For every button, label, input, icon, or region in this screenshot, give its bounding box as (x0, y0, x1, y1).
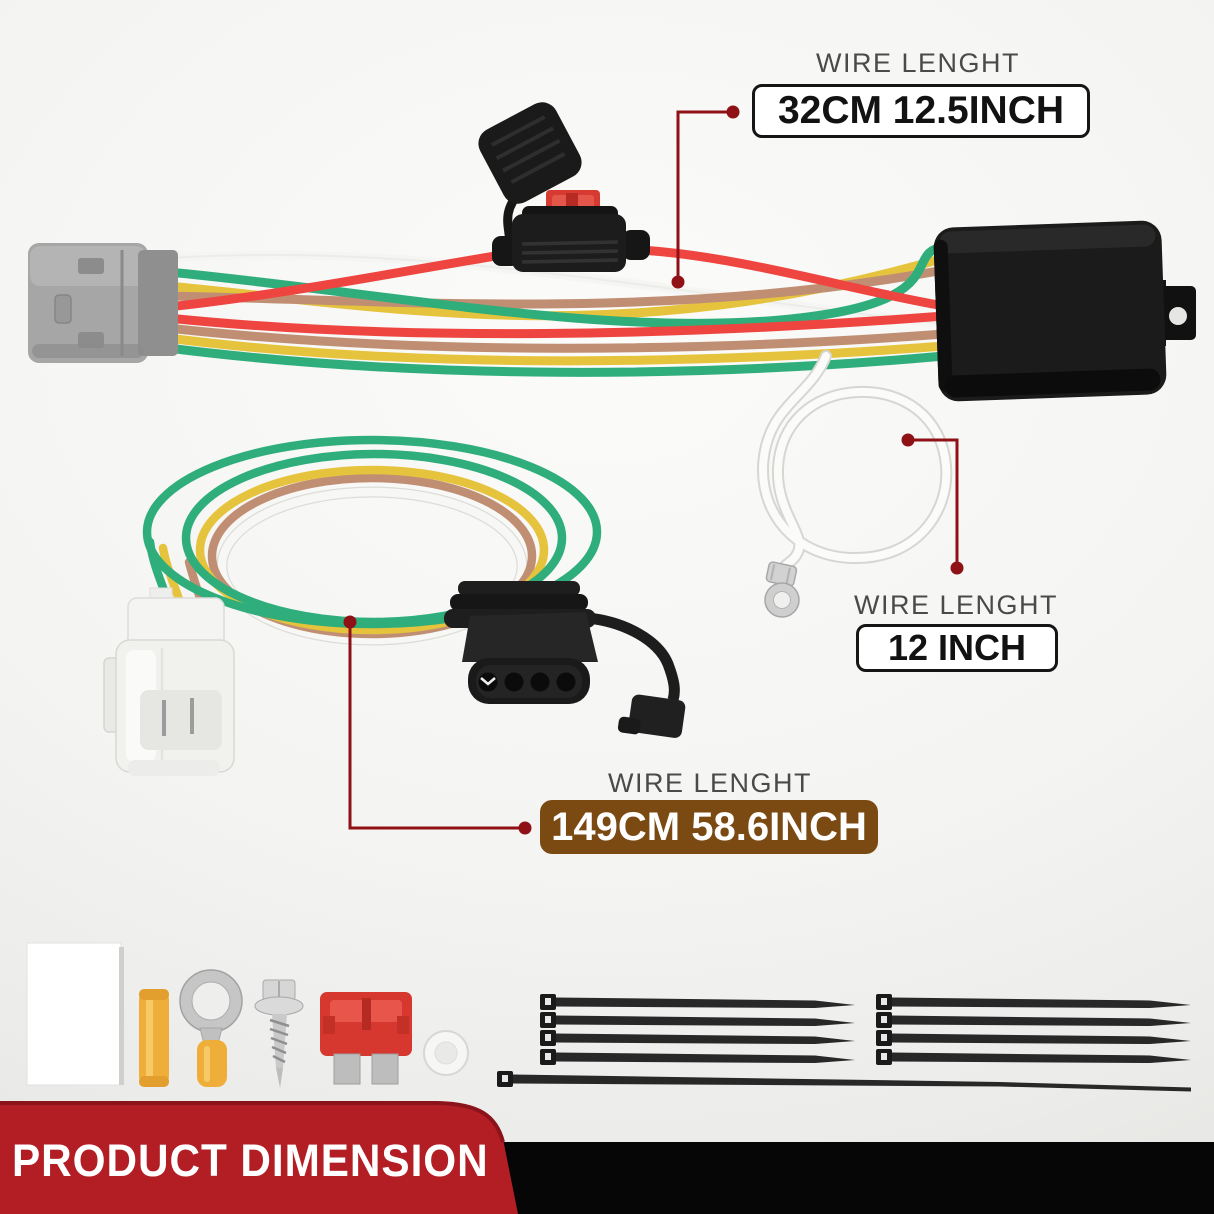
nylon-washer (423, 1030, 469, 1076)
black-flat4-socket (444, 581, 686, 738)
wire-length-value-extension: 149CM 58.6INCH (540, 800, 878, 854)
zip-tie-long (497, 1071, 1191, 1092)
butt-connector-yellow (139, 989, 169, 1087)
ring-terminal-kit (179, 969, 243, 1087)
zip-tie (540, 1049, 855, 1065)
banner-title: PRODUCT DIMENSION (12, 1135, 489, 1186)
zip-tie (876, 1012, 1191, 1028)
ground-wire (757, 350, 953, 576)
fuse-cap (478, 102, 582, 204)
zip-tie (876, 1030, 1191, 1046)
callout-lines (343, 105, 964, 835)
flat4-dust-cap (617, 694, 686, 738)
zip-tie (876, 1049, 1191, 1065)
zip-tie (540, 1030, 855, 1046)
wire-length-label-ground: WIRE LENGHT (854, 590, 1059, 620)
fuse-holder (478, 102, 650, 272)
zip-tie (876, 994, 1191, 1010)
self-tapping-screw (254, 979, 304, 1088)
zip-ties (497, 994, 1191, 1092)
wire-length-value-ground: 12 INCH (856, 624, 1058, 672)
white-flat4-plug (103, 587, 235, 776)
wire-length-label-top: WIRE LENGHT (815, 48, 1020, 78)
spare-blade-fuse (320, 992, 412, 1085)
wire-length-value-top: 32CM 12.5INCH (752, 84, 1090, 138)
banner-red-shape (0, 1101, 518, 1214)
extension-wire-coil (142, 435, 602, 646)
wire-length-label-extension: WIRE LENGHT (607, 768, 812, 798)
gray-vehicle-connector (28, 243, 178, 363)
zip-tie (540, 994, 855, 1010)
ring-terminal-on-wire (764, 561, 800, 618)
instruction-card (26, 942, 124, 1086)
zip-tie (540, 1012, 855, 1028)
converter-box (933, 220, 1167, 402)
